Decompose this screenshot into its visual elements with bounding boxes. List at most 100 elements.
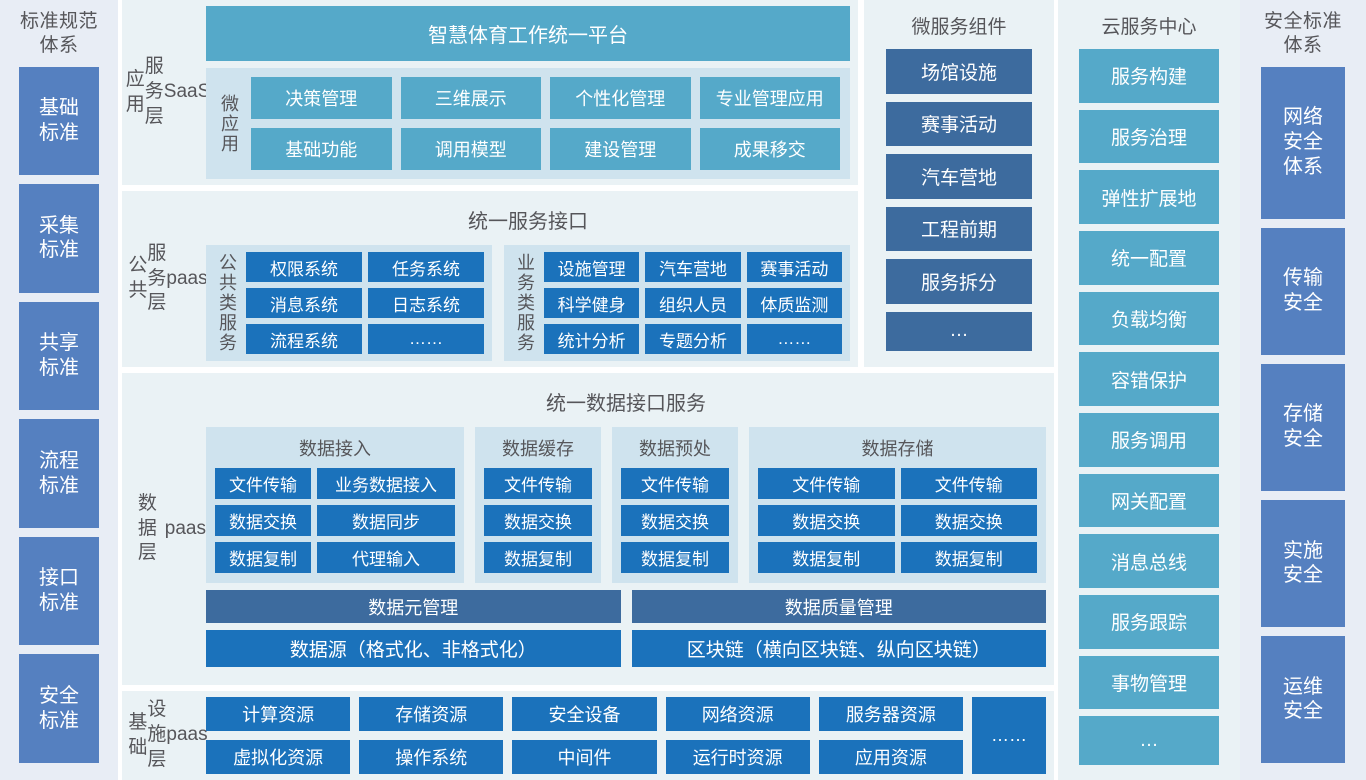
svc-chip-fitness-monitor[interactable]: 体质监测 [746, 288, 842, 318]
svc-chip-log[interactable]: 日志系统 [368, 288, 484, 318]
micro-chip-event-activity[interactable]: 赛事活动 [886, 101, 1032, 146]
security-item-transmission[interactable]: 传输安全 [1261, 227, 1345, 355]
svc-chip-task[interactable]: 任务系统 [368, 252, 484, 282]
data-source-bar[interactable]: 数据源（格式化、非格式化） [206, 630, 621, 667]
app-chip-decision[interactable]: 决策管理 [251, 77, 392, 119]
unified-data-interface-title: 统一数据接口服务 [546, 393, 706, 415]
micro-chip-service-split[interactable]: 服务拆分 [886, 259, 1032, 304]
dp-chip-store-file-transfer-1[interactable]: 文件传输 [758, 468, 895, 499]
svc-chip-more-business[interactable]: …… [746, 324, 842, 354]
svc-chip-thematic-analysis[interactable]: 专题分析 [645, 324, 741, 354]
blockchain-bar[interactable]: 区块链（横向区块链、纵向区块链） [631, 630, 1046, 667]
cloud-chip-service-invocation[interactable]: 服务调用 [1079, 413, 1219, 467]
dp-chip-store-data-exchange-1[interactable]: 数据交换 [758, 505, 895, 536]
micro-chip-rv-camp[interactable]: 汽车营地 [886, 154, 1032, 199]
cloud-chip-load-balancing[interactable]: 负载均衡 [1079, 291, 1219, 346]
standard-item-process[interactable]: 流程标准 [19, 419, 99, 528]
data-quality-management[interactable]: 数据质量管理 [631, 590, 1046, 623]
micro-chip-project-preliminary[interactable]: 工程前期 [886, 206, 1032, 251]
infra-chip-application-resource[interactable]: 应用资源 [818, 740, 963, 774]
dp-chip-pre-data-replication[interactable]: 数据复制 [621, 542, 729, 573]
dp-chip-pre-data-exchange[interactable]: 数据交换 [621, 505, 729, 536]
dp-chip-store-data-replication-2[interactable]: 数据复制 [900, 542, 1037, 573]
dp-chip-access-file-transfer[interactable]: 文件传输 [215, 468, 311, 499]
dp-chip-pre-file-transfer[interactable]: 文件传输 [621, 468, 729, 499]
infra-chip-security-device[interactable]: 安全设备 [512, 697, 657, 731]
data-cache-grid: 文件传输 数据交换 数据复制 [484, 468, 592, 573]
dp-chip-access-data-replication[interactable]: 数据复制 [215, 542, 311, 573]
business-service-grid: 设施管理 汽车营地 赛事活动 科学健身 组织人员 体质监测 统计分析 专题分析 … [544, 252, 842, 354]
dp-chip-access-data-exchange[interactable]: 数据交换 [215, 505, 311, 536]
svc-chip-more-public[interactable]: …… [368, 324, 484, 354]
dp-chip-access-data-sync[interactable]: 数据同步 [317, 505, 455, 536]
infrastructure-more-wrap: …… [972, 697, 1046, 774]
svc-chip-scientific-fitness[interactable]: 科学健身 [544, 288, 640, 318]
infra-chip-more[interactable]: …… [972, 697, 1046, 774]
infra-chip-runtime[interactable]: 运行时资源 [665, 740, 810, 774]
unified-platform-bar[interactable]: 智慧体育工作统一平台 [206, 6, 850, 61]
cloud-chip-service-governance[interactable]: 服务治理 [1079, 109, 1219, 164]
app-chip-handover[interactable]: 成果移交 [699, 128, 840, 170]
infra-chip-network[interactable]: 网络资源 [665, 697, 810, 731]
standard-item-sharing[interactable]: 共享标准 [19, 301, 99, 411]
svc-chip-facility-mgmt[interactable]: 设施管理 [544, 252, 640, 282]
svc-chip-permission[interactable]: 权限系统 [246, 252, 362, 282]
app-chip-personalized[interactable]: 个性化管理 [550, 77, 691, 119]
svc-chip-message[interactable]: 消息系统 [246, 288, 362, 318]
app-chip-call-model[interactable]: 调用模型 [400, 128, 541, 170]
service-groups: 公共类服务 权限系统 任务系统 消息系统 日志系统 流程系统 …… [206, 245, 850, 361]
infra-chip-os[interactable]: 操作系统 [359, 740, 504, 774]
cloud-chip-service-build[interactable]: 服务构建 [1079, 49, 1219, 103]
infra-chip-server[interactable]: 服务器资源 [818, 697, 963, 731]
security-item-implementation[interactable]: 实施安全 [1261, 499, 1345, 627]
cloud-chip-message-bus[interactable]: 消息总线 [1079, 534, 1219, 589]
security-item-storage[interactable]: 存储安全 [1261, 363, 1345, 491]
micro-chip-more[interactable]: … [886, 311, 1032, 351]
svc-chip-workflow[interactable]: 流程系统 [246, 324, 362, 354]
business-service-group: 业务类服务 设施管理 汽车营地 赛事活动 科学健身 组织人员 体质监测 统计分析 [504, 245, 850, 361]
svc-chip-rv-camp[interactable]: 汽车营地 [645, 252, 741, 282]
infra-chip-compute[interactable]: 计算资源 [206, 697, 351, 731]
dp-chip-store-data-replication-1[interactable]: 数据复制 [758, 542, 895, 573]
standard-item-interface-label: 接口标准 [39, 567, 79, 615]
dp-chip-access-agent-input[interactable]: 代理输入 [317, 542, 455, 573]
standard-item-security[interactable]: 安全标准 [19, 654, 99, 763]
cloud-chip-unified-config[interactable]: 统一配置 [1079, 231, 1219, 285]
data-preprocess-title: 数据预处 [639, 439, 711, 459]
svc-chip-statistics[interactable]: 统计分析 [544, 324, 640, 354]
standard-item-interface[interactable]: 接口标准 [19, 536, 99, 646]
cloud-chip-gateway-config[interactable]: 网关配置 [1079, 473, 1219, 528]
infra-chip-storage[interactable]: 存储资源 [359, 697, 504, 731]
infra-chip-virtualization[interactable]: 虚拟化资源 [206, 740, 351, 774]
cloud-chip-more[interactable]: … [1079, 716, 1219, 766]
dp-chip-cache-data-exchange[interactable]: 数据交换 [484, 505, 592, 536]
standard-item-basic[interactable]: 基础标准 [19, 66, 99, 176]
data-metadata-management[interactable]: 数据元管理 [206, 590, 621, 623]
standard-item-security-label: 安全标准 [39, 684, 79, 732]
infra-chip-middleware[interactable]: 中间件 [512, 740, 657, 774]
standard-item-collection[interactable]: 采集标准 [19, 184, 99, 293]
micro-chip-venue-facility[interactable]: 场馆设施 [886, 49, 1032, 94]
security-item-operations[interactable]: 运维安全 [1261, 635, 1345, 763]
svc-chip-organization[interactable]: 组织人员 [645, 288, 741, 318]
cloud-chip-service-tracing[interactable]: 服务跟踪 [1079, 595, 1219, 649]
cloud-chip-transaction-mgmt[interactable]: 事物管理 [1079, 655, 1219, 710]
app-chip-construction[interactable]: 建设管理 [550, 128, 691, 170]
security-item-network[interactable]: 网络安全体系 [1261, 66, 1345, 219]
app-chip-basic-function[interactable]: 基础功能 [251, 128, 392, 170]
cloud-chip-fault-tolerance[interactable]: 容错保护 [1079, 352, 1219, 407]
dp-chip-store-file-transfer-2[interactable]: 文件传输 [900, 468, 1037, 499]
svc-chip-event-activity[interactable]: 赛事活动 [746, 252, 842, 282]
dp-chip-access-business-data[interactable]: 业务数据接入 [317, 468, 455, 499]
public-service-grid: 权限系统 任务系统 消息系统 日志系统 流程系统 …… [246, 252, 484, 354]
app-chip-3d-display[interactable]: 三维展示 [400, 77, 541, 119]
dp-chip-cache-data-replication[interactable]: 数据复制 [484, 542, 592, 573]
dp-chip-store-data-exchange-2[interactable]: 数据交换 [900, 505, 1037, 536]
standard-item-basic-label: 基础标准 [39, 97, 79, 144]
cloud-chip-elastic-scaling[interactable]: 弹性扩展地 [1079, 170, 1219, 225]
app-chip-professional[interactable]: 专业管理应用 [699, 77, 840, 119]
dp-chip-cache-file-transfer[interactable]: 文件传输 [484, 468, 592, 499]
